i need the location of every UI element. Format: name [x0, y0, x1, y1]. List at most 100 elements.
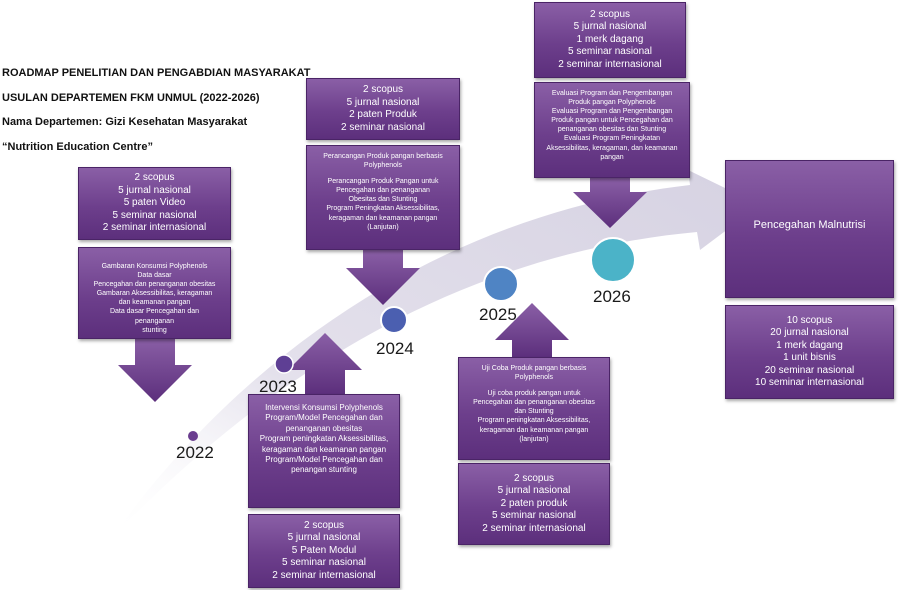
- output-item: 2 scopus: [513, 472, 555, 484]
- output-item: 2 seminar internasional: [272, 569, 376, 581]
- year-2025: 2025: [479, 305, 517, 324]
- output-item: 2 scopus: [589, 8, 631, 20]
- activity-line: Perancangan Produk pangan berbasis: [323, 153, 443, 160]
- output-item: 2 scopus: [362, 84, 404, 95]
- outputs-2025-box: 2 scopus 5 jurnal nasional 2 paten produ…: [458, 463, 610, 545]
- activity-line: Program peningkatan Aksessibilitas,: [259, 434, 389, 444]
- header-line-4: “Nutrition Education Centre”: [2, 141, 153, 153]
- output-item: 10 scopus: [786, 314, 833, 326]
- activity-line: Program peningkatan Aksessibilitas,: [477, 417, 591, 425]
- activity-line: Perancangan Produk Pangan untuk: [327, 178, 439, 186]
- arrow-2026: [573, 178, 647, 228]
- goal-title: Pencegahan Malnutrisi: [753, 219, 866, 231]
- activity-line: Produk pangan Polyphenols: [568, 99, 656, 107]
- output-item: 2 seminar nasional: [341, 121, 425, 133]
- activity-line: dan keamanan pangan: [118, 299, 191, 307]
- activity-line: Uji coba produk pangan untuk: [487, 390, 581, 398]
- activity-line: Program Peningkatan Aksessibilitas,: [326, 205, 440, 213]
- dot-2022: [188, 431, 198, 441]
- outputs-2024-box: 2 scopus 5 jurnal nasional 2 paten Produ…: [306, 78, 460, 140]
- year-2022: 2022: [176, 443, 214, 462]
- activity-2026-box: Evaluasi Program dan Pengembangan Produk…: [534, 82, 690, 178]
- activity-line: Data dasar: [137, 272, 172, 280]
- output-item: 2 paten produk: [500, 497, 568, 509]
- activity-line: keragaman dan keamanan pangan: [479, 426, 589, 434]
- output-item: 2 seminar internasional: [102, 222, 207, 234]
- activity-line: keragaman dan keamanan pangan: [328, 214, 438, 222]
- year-2024: 2024: [376, 339, 414, 358]
- output-item: 5 seminar nasional: [492, 510, 576, 522]
- output-item: 20 seminar nasional: [764, 364, 855, 376]
- activity-line: Gambaran Aksessibilitas, keragaman: [96, 290, 213, 298]
- output-item: 5 seminar nasional: [112, 209, 197, 221]
- activity-2024-box: Perancangan Produk pangan berbasis Polyp…: [306, 145, 460, 250]
- output-item: 5 jurnal nasional: [287, 532, 361, 544]
- activity-line: Polyphenols: [514, 374, 554, 382]
- activity-2025-box: Uji Coba Produk pangan berbasis Polyphen…: [458, 357, 610, 460]
- dot-2023: [274, 354, 294, 374]
- activity-line: Pencegahan dan penanganan: [336, 187, 430, 195]
- activity-line: Intervensi Konsumsi Polyphenols: [265, 403, 383, 412]
- year-2023: 2023: [259, 377, 297, 396]
- activity-line: Program/Model Pencegahan dan: [265, 454, 383, 464]
- outputs-2026-box: 2 scopus 5 jurnal nasional 1 merk dagang…: [534, 2, 686, 78]
- activity-line: Produk pangan untuk Pencegahan dan: [551, 117, 673, 125]
- activity-line: Uji Coba Produk pangan berbasis: [481, 365, 587, 372]
- goal-title-box: Pencegahan Malnutrisi: [725, 160, 894, 298]
- activity-line: Pencegahan dan penanganan obesitas: [93, 281, 216, 289]
- arrow-2022: [118, 338, 192, 402]
- activity-line: penanganan obesitas dan Stunting: [557, 126, 667, 134]
- activity-line: Evaluasi Program dan Pengembangan: [551, 108, 673, 116]
- output-item: 5 paten Video: [123, 197, 186, 209]
- activity-line: stunting: [142, 326, 167, 334]
- dot-2025: [483, 266, 519, 302]
- arrow-2024: [346, 250, 420, 305]
- activity-line: penanganan obesitas: [285, 423, 363, 433]
- activity-line: penanganan: [135, 317, 174, 325]
- activity-line: penangan stunting: [291, 465, 357, 475]
- activity-line: keragaman dan keamanan pangan: [261, 444, 387, 454]
- activity-line: Pencegahan dan penanganan obesitas: [473, 399, 595, 407]
- output-item: 5 Paten Modul: [291, 544, 357, 556]
- activity-line: Evaluasi Program dan Pengembangan: [551, 90, 673, 97]
- output-item: 2 seminar internasional: [482, 522, 586, 534]
- output-item: 5 jurnal nasional: [118, 184, 191, 196]
- output-item: 5 jurnal nasional: [573, 21, 647, 33]
- goal-outputs-box: 10 scopus 20 jurnal nasional 1 merk daga…: [725, 305, 894, 399]
- activity-line: Program/Model Pencegahan dan: [265, 413, 383, 423]
- arrow-2025: [495, 303, 569, 357]
- output-item: 2 paten Produk: [349, 109, 417, 120]
- activity-line: Evaluasi Program Peningkatan: [563, 135, 661, 143]
- output-item: 5 seminar nasional: [568, 46, 652, 58]
- timeline-swoosh: [110, 170, 760, 540]
- activity-line: Aksessibilitas, keragaman, dan keamanan: [546, 144, 678, 152]
- activity-line: (lanjutan): [519, 435, 549, 443]
- activity-line: pangan: [600, 153, 624, 161]
- header-line-3: Nama Departemen: Gizi Kesehatan Masyarak…: [2, 116, 248, 128]
- dot-2024: [380, 306, 408, 334]
- output-item: 10 seminar internasional: [755, 377, 864, 388]
- activity-line: Polyphenols: [363, 162, 403, 170]
- output-item: 1 merk dagang: [776, 339, 843, 351]
- activity-2023-box: Intervensi Konsumsi Polyphenols Program/…: [248, 394, 400, 508]
- arrow-2023: [288, 333, 362, 394]
- activity-line: (Lanjutan): [367, 223, 399, 231]
- output-item: 5 jurnal nasional: [346, 96, 420, 108]
- activity-2022-box: Gambaran Konsumsi Polyphenols Data dasar…: [78, 247, 231, 339]
- activity-line: Data dasar Pencegahan dan: [109, 308, 200, 316]
- output-item: 5 jurnal nasional: [497, 485, 571, 497]
- header-line-2: USULAN DEPARTEMEN FKM UNMUL (2022-2026): [2, 92, 260, 104]
- activity-line: Gambaran Konsumsi Polyphenols: [101, 263, 208, 270]
- year-2026: 2026: [593, 287, 631, 306]
- activity-line: dan Stunting: [514, 408, 554, 416]
- output-item: 2 scopus: [303, 519, 345, 531]
- activity-line: Obesitas dan Stunting: [348, 196, 418, 204]
- output-item: 20 jurnal nasional: [770, 327, 849, 338]
- output-item: 5 seminar nasional: [282, 557, 366, 569]
- output-item: 1 merk dagang: [576, 33, 644, 45]
- dot-2026: [590, 237, 636, 283]
- output-item: 2 scopus: [134, 172, 175, 184]
- output-item: 2 seminar internasional: [558, 58, 662, 70]
- outputs-2023-box: 2 scopus 5 jurnal nasional 5 Paten Modul…: [248, 514, 400, 588]
